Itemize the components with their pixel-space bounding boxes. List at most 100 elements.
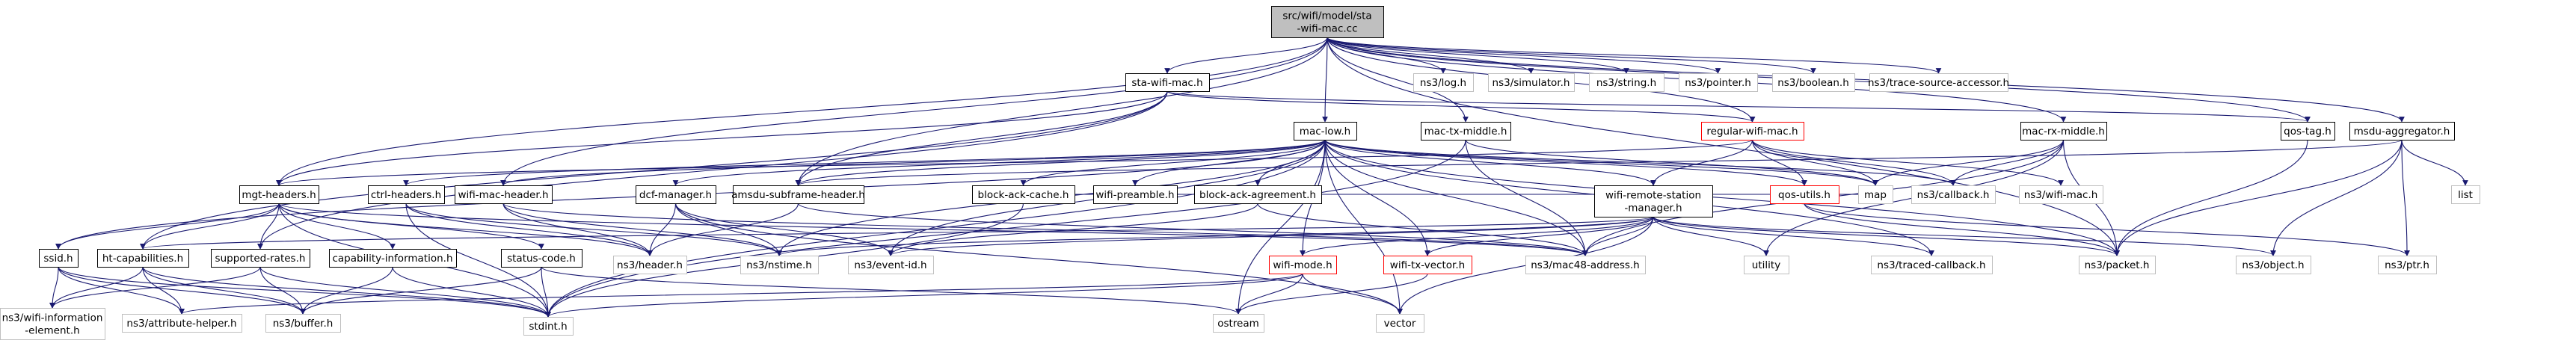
edge-mac-rx-middle-to-callback — [1950, 139, 2065, 186]
node-list: list — [2451, 185, 2480, 204]
node-mac-rx-middle[interactable]: mac-rx-middle.h — [2020, 122, 2107, 141]
node-traced-callback: ns3/traced-callback.h — [1871, 256, 1993, 274]
edge-dcf-manager-to-nstime — [674, 203, 782, 256]
edge-wifi-remote-station-to-nstime — [776, 216, 1654, 256]
node-dcf-manager[interactable]: dcf-manager.h — [636, 185, 716, 204]
node-wifi-mode[interactable]: wifi-mode.h — [1269, 256, 1337, 274]
node-box — [1594, 185, 1713, 217]
edge-root-to-amsdu-subframe — [795, 37, 1328, 186]
edge-mgt-headers-to-supported-rates — [257, 203, 280, 250]
node-label: stdint.h — [529, 321, 567, 333]
node-amsdu-subframe[interactable]: amsdu-subframe-header.h — [731, 185, 865, 204]
node-box — [1194, 185, 1322, 204]
node-callback: ns3/callback.h — [1911, 185, 1996, 204]
node-regular-wifi-mac[interactable]: regular-wifi-mac.h — [1701, 122, 1804, 141]
edge-wifi-remote-station-to-event-id — [888, 216, 1654, 256]
node-buffer: ns3/buffer.h — [265, 314, 341, 333]
edge-regular-wifi-mac-to-qos-utils — [1751, 139, 1807, 186]
edge-wifi-remote-station-to-mac48 — [1582, 216, 1654, 256]
edge-capability-info-to-buffer — [300, 266, 393, 315]
node-sta-wifi-mac[interactable]: sta-wifi-mac.h — [1125, 73, 1210, 92]
node-mac-tx-middle[interactable]: mac-tx-middle.h — [1421, 122, 1511, 141]
node-label: ssid.h — [43, 253, 73, 265]
edge-ctrl-headers-to-header — [405, 203, 653, 256]
node-box — [848, 256, 934, 274]
node-label: msdu-aggregator.h — [2354, 126, 2450, 138]
node-block-ack-agreement[interactable]: block-ack-agreement.h — [1194, 185, 1322, 204]
node-mac-low[interactable]: mac-low.h — [1294, 122, 1357, 141]
edge-ctrl-headers-to-nstime — [405, 203, 782, 256]
node-ssid[interactable]: ssid.h — [39, 249, 79, 268]
edge-dcf-manager-to-header — [647, 203, 677, 256]
node-box — [39, 249, 79, 268]
node-packet: ns3/packet.h — [2079, 256, 2156, 274]
node-label: ctrl-headers.h — [371, 189, 441, 201]
node-label: ns3/boolean.h — [1777, 77, 1849, 89]
edge-mac-low-to-wifi-mac-header — [500, 139, 1326, 186]
node-label: mgt-headers.h — [242, 189, 316, 201]
node-box — [2019, 185, 2103, 204]
node-wifi-mac-ns3: ns3/wifi-mac.h — [2019, 185, 2103, 204]
node-box — [2236, 256, 2311, 274]
node-label: amsdu-subframe-header.h — [731, 189, 865, 201]
edge-wifi-remote-station-to-utility — [1653, 216, 1769, 256]
node-box — [1871, 256, 1993, 274]
node-label: ns3/nstime.h — [746, 259, 812, 271]
node-label: -element.h — [25, 325, 79, 337]
node-qos-tag[interactable]: qos-tag.h — [2281, 122, 2335, 141]
node-box — [2281, 122, 2335, 141]
edge-mac-low-to-amsdu-subframe — [795, 139, 1326, 186]
node-label: mac-rx-middle.h — [2022, 126, 2105, 138]
node-box — [1294, 122, 1357, 141]
edge-root-to-mac-tx-middle — [1327, 37, 1469, 123]
edge-root-to-trace-source — [1327, 37, 1942, 74]
node-ht-capabilities[interactable]: ht-capabilities.h — [97, 249, 189, 268]
node-box — [2349, 122, 2455, 141]
node-block-ack-cache[interactable]: block-ack-cache.h — [972, 185, 1075, 204]
edge-ssid-to-stdint — [58, 266, 551, 318]
edge-mgt-headers-to-ssid — [55, 203, 280, 250]
node-nstime: ns3/nstime.h — [740, 256, 819, 274]
node-root[interactable]: src/wifi/model/sta-wifi-mac.cc — [1271, 6, 1384, 38]
node-simulator: ns3/simulator.h — [1488, 73, 1575, 92]
node-capability-info[interactable]: capability-information.h — [329, 249, 457, 268]
node-box — [1093, 185, 1178, 204]
node-box — [1701, 122, 1804, 141]
node-wifi-preamble[interactable]: wifi-preamble.h — [1093, 185, 1178, 204]
node-wifi-info-element: ns3/wifi-information-element.h — [0, 308, 105, 340]
node-box — [1213, 314, 1264, 333]
node-wifi-remote-station[interactable]: wifi-remote-station-manager.h — [1594, 185, 1713, 217]
edge-supported-rates-to-wifi-info-element — [49, 266, 261, 309]
edge-root-to-packet — [1327, 37, 2120, 256]
node-msdu-aggregator[interactable]: msdu-aggregator.h — [2349, 122, 2455, 141]
node-box — [1525, 256, 1646, 274]
node-label: ns3/traced-callback.h — [1877, 259, 1985, 271]
node-ptr: ns3/ptr.h — [2378, 256, 2437, 274]
edge-mac-low-to-ctrl-headers — [403, 139, 1326, 186]
edge-mgt-headers-to-mac48 — [278, 203, 1588, 256]
dependency-edges — [49, 37, 2468, 318]
node-wifi-tx-vector[interactable]: wifi-tx-vector.h — [1383, 256, 1472, 274]
edge-mac-low-to-block-ack-cache — [1020, 139, 1326, 186]
node-pointer: ns3/pointer.h — [1679, 73, 1758, 92]
node-string: ns3/string.h — [1589, 73, 1664, 92]
node-ctrl-headers[interactable]: ctrl-headers.h — [368, 185, 445, 204]
node-box — [1271, 6, 1384, 38]
node-supported-rates[interactable]: supported-rates.h — [211, 249, 310, 268]
node-label: list — [2458, 189, 2473, 201]
node-box — [1589, 73, 1664, 92]
node-status-code[interactable]: status-code.h — [501, 249, 582, 268]
node-wifi-mac-header[interactable]: wifi-mac-header.h — [455, 185, 553, 204]
node-label: ns3/object.h — [2242, 259, 2304, 271]
edge-sta-wifi-mac-to-regular-wifi-mac — [1166, 90, 1756, 123]
edge-mac-low-to-wifi-remote-station — [1324, 139, 1656, 186]
edge-capability-info-to-stdint — [392, 266, 551, 318]
node-qos-utils[interactable]: qos-utils.h — [1770, 185, 1839, 204]
node-label: ns3/string.h — [1596, 77, 1656, 89]
edge-regular-wifi-mac-to-mgt-headers — [276, 139, 1753, 186]
node-mgt-headers[interactable]: mgt-headers.h — [239, 185, 319, 204]
node-label: ns3/simulator.h — [1493, 77, 1570, 89]
edge-mac-low-to-qos-utils — [1324, 139, 1807, 186]
edge-qos-utils-to-ptr — [1804, 203, 2410, 256]
node-box — [1858, 185, 1893, 204]
